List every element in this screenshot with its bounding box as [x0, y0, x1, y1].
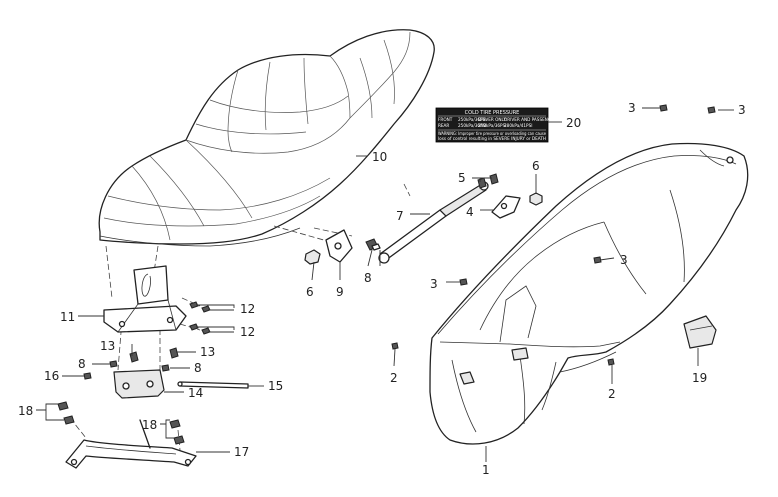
label-row-2-col-4: 280kPa/41PSI	[504, 123, 532, 128]
label-row-1-col-3: DRIVER ONLY	[478, 117, 506, 122]
callout-numbers: 1 2 2 3 3 3 3 4 5 6 6 7 8 8 8 9 10 11 12…	[18, 101, 746, 477]
callout-10: 10	[372, 150, 387, 164]
label-row-1-col-1: FRONT	[438, 117, 453, 122]
seat-latch-14	[83, 347, 179, 399]
label-row-2-col-1: REAR	[438, 123, 449, 128]
bolts-18	[57, 401, 185, 445]
callout-14: 14	[188, 386, 203, 400]
callout-3-inner: 3	[620, 253, 628, 267]
callout-5: 5	[458, 171, 466, 185]
label-warning-1: WARNING: Improper tire pressure or overl…	[438, 131, 546, 136]
label-warning-2: loss of control resulting in SEVERE INJU…	[438, 136, 546, 141]
label-row-2-col-2: 250kPa/36PSI	[458, 123, 486, 128]
callout-13-right: 13	[200, 345, 215, 359]
callout-15: 15	[268, 379, 283, 393]
storage-box-1	[429, 142, 749, 445]
seat-gas-strut-7	[378, 181, 489, 264]
label-row-1-col-4: DRIVER AND PASSENGER	[504, 117, 557, 122]
callout-18-left: 18	[18, 404, 33, 418]
callout-3-top-right: 3	[738, 103, 746, 117]
callout-4: 4	[466, 205, 474, 219]
strut-bracket-9	[325, 229, 353, 263]
callout-3-center: 3	[430, 277, 438, 291]
seat-part-10	[98, 29, 435, 247]
callout-16: 16	[44, 369, 59, 383]
part-19	[683, 315, 717, 349]
callout-1: 1	[482, 463, 490, 477]
nut-6-right	[529, 192, 543, 206]
callout-12-upper: 12	[240, 302, 255, 316]
callout-8-latch-left: 8	[78, 357, 86, 371]
label-row-2-col-3: 250kPa/36PSI	[478, 123, 506, 128]
callout-3-top-left: 3	[628, 101, 636, 115]
bolt-8-right	[365, 238, 381, 251]
latch-rod-15	[177, 381, 249, 389]
callout-17: 17	[234, 445, 249, 459]
callout-11: 11	[60, 310, 75, 324]
callout-8-latch-right: 8	[194, 361, 202, 375]
callout-19: 19	[692, 371, 707, 385]
callout-2-right: 2	[608, 387, 616, 401]
callout-13-left: 13	[100, 339, 115, 353]
screws-2	[391, 342, 615, 366]
callout-9: 9	[336, 285, 344, 299]
callout-7: 7	[396, 209, 404, 223]
tire-pressure-label-20: COLD TIRE PRESSURE FRONT 250kPa/36PSI DR…	[435, 107, 557, 143]
callout-6-left: 6	[306, 285, 314, 299]
screws-3	[459, 104, 716, 286]
label-row-1-col-2: 250kPa/36PSI	[458, 117, 486, 122]
bolts-12	[189, 301, 211, 335]
leader-lines	[36, 107, 734, 462]
callout-20: 20	[566, 116, 581, 130]
label-heading: COLD TIRE PRESSURE	[465, 110, 520, 116]
callout-6-right: 6	[532, 159, 540, 173]
nut-6-left	[304, 249, 321, 265]
callout-18-right: 18	[142, 418, 157, 432]
callout-12-lower: 12	[240, 325, 255, 339]
seat-handle-17	[65, 419, 197, 469]
seat-hinge-bracket-11	[103, 265, 187, 333]
strut-upper-bracket-4	[491, 195, 521, 219]
callout-2-left: 2	[390, 371, 398, 385]
callout-8-strut: 8	[364, 271, 372, 285]
